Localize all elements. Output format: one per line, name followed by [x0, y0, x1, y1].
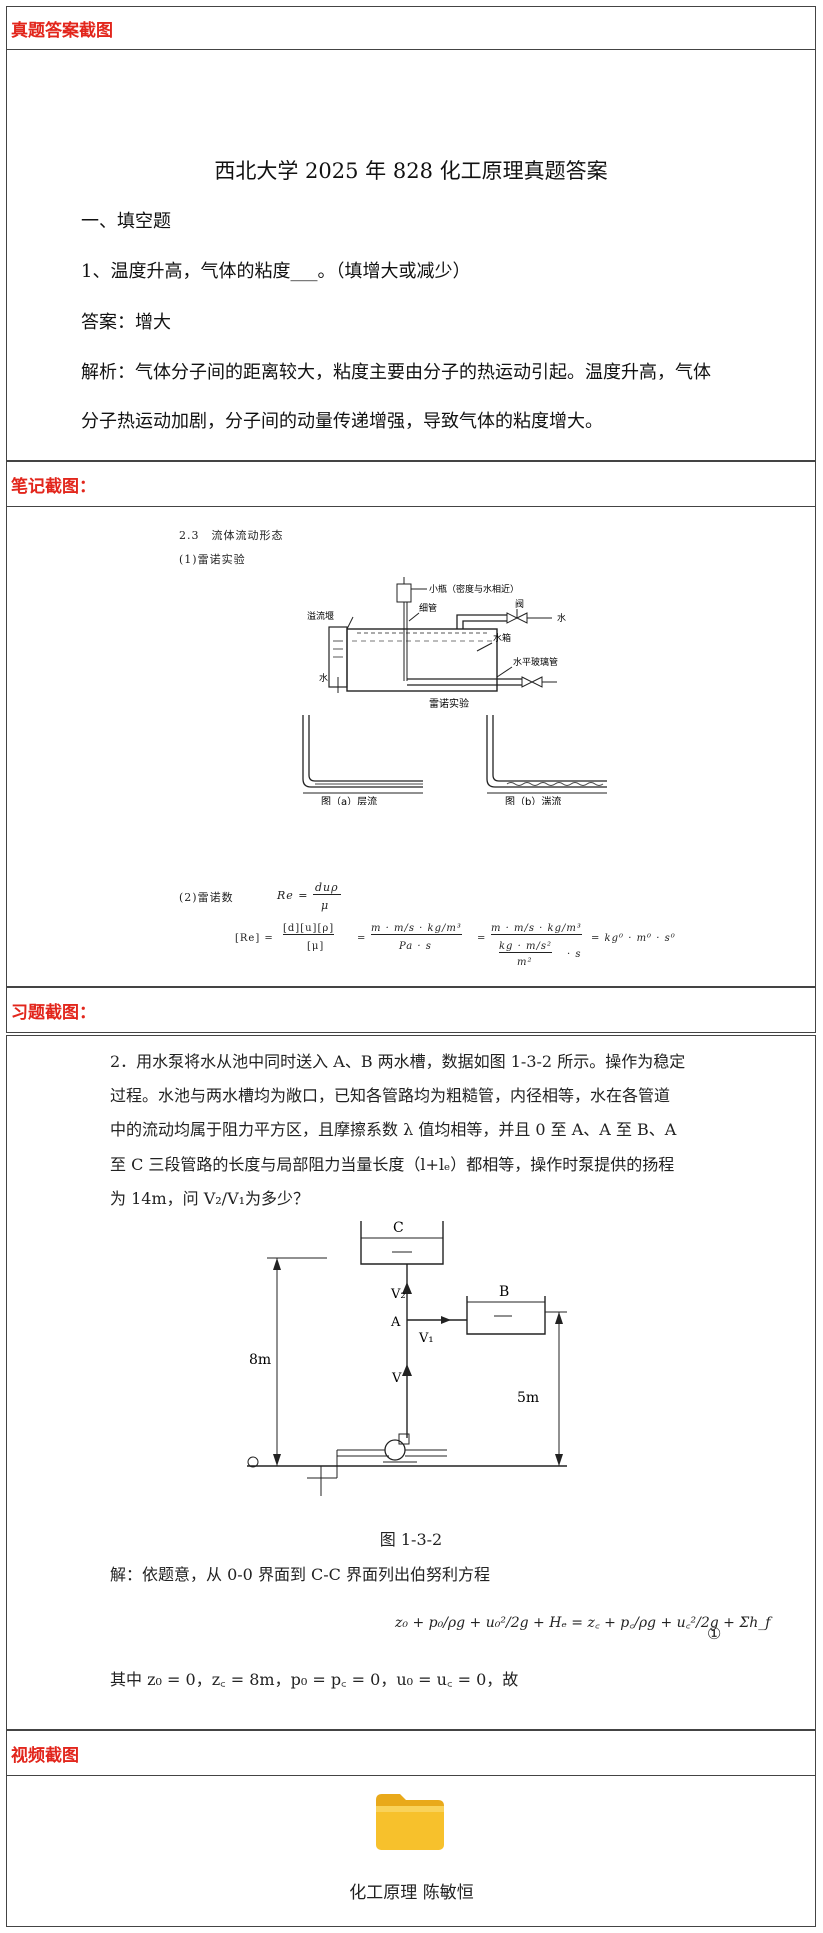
problem-line-4: 至 C 三段管路的长度与局部阻力当量长度（l+lₑ）都相等，操作时泵提供的扬程: [110, 1155, 675, 1174]
folder-name[interactable]: 化工原理 陈敏恒: [349, 1883, 474, 1903]
notes-section: 2.3 流体流动形态 (1)雷诺实验: [6, 506, 816, 987]
label-bottle: 小瓶（密度与水相近）: [429, 583, 519, 595]
dimension-frac1-numerator: [d][u][ρ]: [283, 923, 335, 935]
section-header-video: 视频截图: [6, 1730, 816, 1776]
problem-line-1: 2．用水泵将水从池中同时送入 A、B 两水槽，数据如图 1-3-2 所示。操作为…: [110, 1052, 686, 1071]
answer-text: 答案：增大: [81, 312, 171, 333]
label-glass-tube: 水平玻璃管: [513, 656, 558, 668]
label-a: A: [390, 1315, 401, 1330]
document-title: 西北大学 2025 年 828 化工原理真题答案: [214, 159, 608, 183]
dimension-frac3-denominator-top: kg · m/s²: [499, 941, 552, 953]
label-laminar: 图（a）层流: [321, 795, 377, 805]
problem-line-3: 中的流动均属于阻力平方区，且摩擦系数 λ 值均相等，并且 0 至 A、A 至 B…: [110, 1120, 677, 1139]
reynolds-formula-denominator: μ: [321, 899, 330, 912]
problem-line-5: 为 14m，问 V₂/V₁为多少？: [110, 1189, 310, 1208]
label-tank-b: B: [499, 1284, 509, 1300]
solution-intro: 解：依题意，从 0-0 界面到 C-C 界面列出伯努利方程: [110, 1565, 491, 1584]
equation-number: ①: [707, 1624, 722, 1643]
label-weir: 溢流堰: [307, 610, 334, 622]
reynolds-formula-label: Re =: [277, 889, 309, 902]
problem-line-2: 过程。水池与两水槽均为敞口，已知各管路均为粗糙管，内径相等，水在各管道: [110, 1086, 671, 1105]
label-height-8m: 8m: [249, 1352, 271, 1368]
dimension-lhs: [Re] =: [235, 933, 274, 944]
label-valve: 阀: [515, 599, 524, 610]
section-header-answers: 真题答案截图: [6, 6, 816, 50]
dimension-frac3-denominator-s: · s: [567, 949, 582, 960]
notes-subheading-2: (2)雷诺数: [179, 891, 234, 904]
figure-caption-reynolds: 雷诺实验: [429, 697, 469, 709]
exercise-section: 2．用水泵将水从池中同时送入 A、B 两水槽，数据如图 1-3-2 所示。操作为…: [6, 1035, 816, 1730]
bernoulli-equation: z₀ + p₀/ρg + u₀²/2g + Hₑ = z꜀ + p꜀/ρg + …: [395, 1615, 771, 1631]
section-header-label: 笔记截图：: [11, 476, 96, 497]
label-water-right: 水: [557, 612, 566, 624]
analysis-line-2: 分子热运动加剧，分子间的动量传递增强，导致气体的粘度增大。: [81, 411, 603, 432]
label-tank: 水箱: [493, 632, 511, 644]
solution-conditions: 其中 z₀ = 0，z꜀ = 8m，p₀ = p꜀ = 0，u₀ = u꜀ = …: [110, 1670, 519, 1689]
label-v1: V₁: [418, 1331, 434, 1346]
question-text: 1、温度升高，气体的粘度___。（填增大或减少）: [81, 261, 471, 282]
dimension-frac2-denominator: Pa · s: [399, 941, 432, 952]
dimension-frac1-denominator: [μ]: [307, 941, 325, 952]
dimension-frac3-denominator-bottom: m²: [517, 957, 533, 968]
label-water-left: 水: [319, 672, 328, 684]
label-v2: V₂: [390, 1287, 406, 1302]
laminar-flow-figure: 图（a）层流: [302, 715, 423, 805]
section-header-label: 真题答案截图: [11, 20, 113, 41]
notes-subheading-1: (1)雷诺实验: [179, 553, 246, 566]
figure-caption: 图 1-3-2: [379, 1530, 443, 1549]
reynolds-formula-numerator: duρ: [313, 881, 341, 895]
video-section: [6, 1775, 816, 1927]
label-height-5m: 5m: [517, 1390, 539, 1406]
label-tank-c: C: [393, 1220, 404, 1236]
label-thin-tube: 细管: [419, 602, 437, 614]
answer-section: 西北大学 2025 年 828 化工原理真题答案 一、填空题 1、温度升高，气体…: [6, 49, 816, 461]
dimension-frac2-numerator: m · m/s · kg/m³: [371, 923, 462, 935]
label-turbulent: 图（b）湍流: [505, 795, 561, 805]
dimension-result: = kg⁰ · m⁰ · s⁰: [591, 933, 676, 944]
section-header-notes: 笔记截图：: [6, 461, 816, 507]
section-header-label: 视频截图: [11, 1745, 79, 1766]
dimension-frac3-numerator: m · m/s · kg/m³: [491, 923, 582, 935]
section-header-exercises: 习题截图：: [6, 987, 816, 1033]
turbulent-flow-figure: 图（b）湍流: [486, 715, 607, 805]
analysis-line-1: 解析：气体分子间的距离较大，粘度主要由分子的热运动引起。温度升高，气体: [81, 362, 711, 383]
section-heading: 一、填空题: [81, 211, 171, 232]
notes-heading: 2.3 流体流动形态: [179, 529, 284, 542]
label-v: V: [391, 1371, 402, 1386]
pump-system-figure: C B V₂ A V₁ V 8m: [247, 1220, 567, 1496]
folder-icon[interactable]: [374, 1790, 446, 1852]
reynolds-apparatus-figure: 小瓶（密度与水相近） 阀 水 溢流堰 细管 水箱 水平玻璃管 水 雷诺实验: [307, 577, 566, 709]
section-header-label: 习题截图：: [11, 1002, 96, 1023]
